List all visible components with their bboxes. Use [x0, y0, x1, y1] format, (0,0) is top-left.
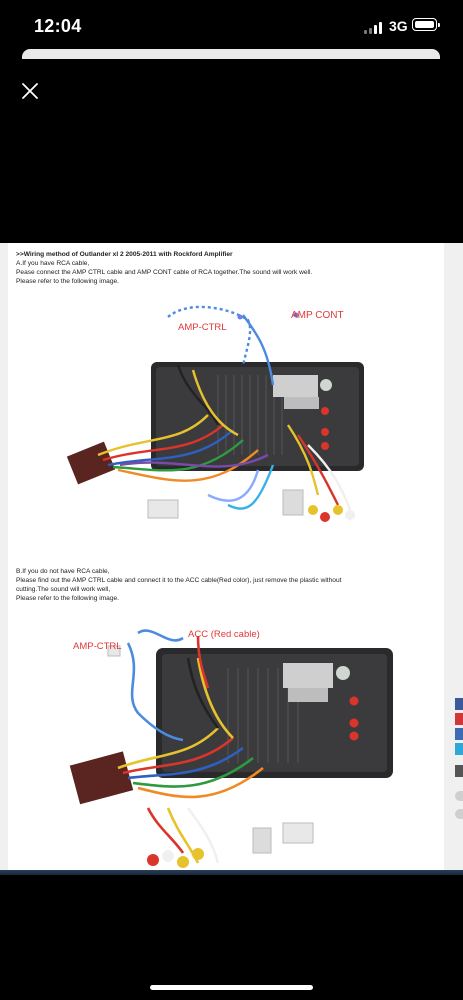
doc-text: A.If you have RCA cable, [16, 260, 90, 267]
figure-label: AMP-CTRL [73, 641, 122, 652]
vk-share-icon[interactable] [455, 728, 463, 740]
doc-text: Pease connect the AMP CTRL cable and AMP… [16, 269, 313, 276]
figure-label: ACC (Red cable) [188, 629, 260, 640]
scroll-handle[interactable] [455, 809, 463, 819]
signal-icon [364, 22, 384, 34]
doc-text: B.If you do not have RCA cable, [16, 568, 110, 575]
doc-text: Please find out the AMP CTRL cable and c… [16, 577, 342, 584]
status-bar: 12:04 3G [0, 0, 463, 52]
wiring-photo-2 [38, 628, 408, 871]
document-bottom-edge [0, 870, 463, 875]
twitter-share-icon[interactable] [455, 743, 463, 755]
figure-label: AMP-CTRL [178, 322, 227, 333]
close-icon[interactable] [16, 77, 44, 105]
document-image: >>Wiring method of Outlander xl 2 2005-2… [0, 243, 463, 871]
home-indicator[interactable] [150, 985, 313, 990]
status-time: 12:04 [34, 16, 82, 36]
figure-label: AMP CONT [291, 310, 344, 321]
battery-icon [412, 18, 440, 31]
pinterest-share-icon[interactable] [455, 713, 463, 725]
doc-text: cutting.The sound will work well, [16, 586, 111, 593]
wiring-photo-1 [58, 305, 418, 545]
doc-heading: >>Wiring method of Outlander xl 2 2005-2… [16, 251, 233, 258]
facebook-share-icon[interactable] [455, 698, 463, 710]
scroll-handle[interactable] [455, 791, 463, 801]
more-share-icon[interactable] [455, 765, 463, 777]
doc-text: Please refer to the following image. [16, 278, 119, 285]
doc-text: Please refer to the following image. [16, 595, 119, 602]
network-type: 3G [389, 18, 408, 34]
document-page: >>Wiring method of Outlander xl 2 2005-2… [8, 243, 444, 871]
sheet-edge [22, 49, 440, 59]
